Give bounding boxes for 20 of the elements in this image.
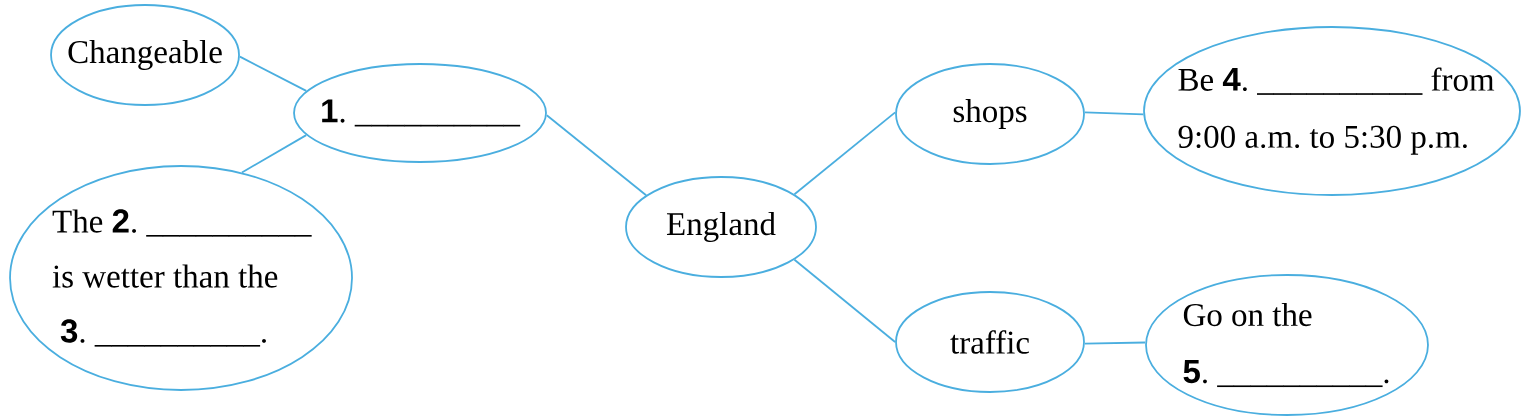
connector-line [1083, 111, 1145, 116]
oval-bubble: Be 4. __________ from 9:00 a.m. to 5:30 p.m. [1143, 26, 1521, 196]
fill-in-line: __________ [1217, 385, 1383, 388]
fill-in-line: __________ [354, 124, 521, 127]
oval-bubble: The 2. __________ is wetter than the 3. __________. [9, 165, 353, 391]
oval-bubble: England [625, 176, 817, 278]
connector-line [793, 258, 896, 343]
oval-bubble: 1. __________ [293, 63, 547, 163]
oval-bubble: Changeable [50, 4, 240, 106]
oval-bubble: traffic [895, 291, 1085, 393]
connector-line [238, 55, 308, 92]
connector-line [241, 134, 308, 174]
connector-line [545, 114, 647, 197]
fill-in-line: __________ [1257, 93, 1423, 95]
oval-bubble: shops [895, 63, 1085, 165]
fill-in-line: __________ [146, 235, 312, 237]
fill-in-line: __________ [94, 345, 261, 347]
connector-line [793, 111, 897, 196]
connector-line [1083, 341, 1147, 345]
oval-bubble: Go on the 5. __________. [1145, 274, 1429, 416]
